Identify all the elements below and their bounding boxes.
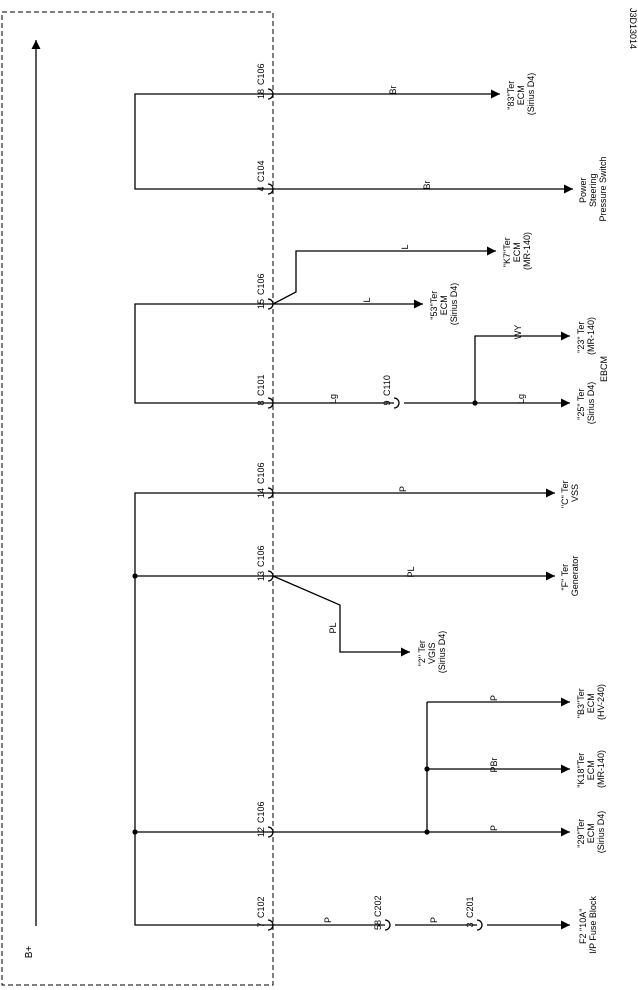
internal-link-c101-c106 bbox=[134, 303, 273, 404]
connector-label: C201 bbox=[465, 896, 475, 918]
module-boundary bbox=[1, 11, 274, 986]
connector-label: C102 bbox=[256, 896, 266, 918]
dest-fter-generator: "F" Ter Generator bbox=[560, 556, 580, 597]
connector-symbol-7 bbox=[267, 919, 274, 931]
connector-label: C202 bbox=[373, 895, 383, 917]
junction-dot bbox=[132, 573, 138, 579]
wire-color-label: P bbox=[489, 695, 499, 701]
connector-c202-symbol bbox=[384, 919, 391, 931]
wire-color-label: P bbox=[429, 917, 439, 923]
dest-b3ter-ecm: "B3"Ter ECM (HV-240) bbox=[576, 684, 606, 720]
dest-25ter: "25" Ter (Sirius D4) bbox=[576, 382, 596, 425]
wire-color-label: Lg bbox=[516, 394, 526, 404]
dest-k18ter-ecm: "K18"Ter ECM (MR-140) bbox=[576, 750, 606, 788]
connector-label: C104 bbox=[256, 160, 266, 182]
connector-c201-symbol bbox=[476, 919, 483, 931]
dest-83ter-ecm: "83"Ter ECM (Sirius D4) bbox=[506, 73, 536, 116]
bus-label: B+ bbox=[24, 946, 35, 959]
wire-color-label: WY bbox=[513, 325, 523, 340]
connector-symbol-8 bbox=[267, 397, 274, 409]
doc-code: J3D13014 bbox=[628, 8, 638, 49]
dest-53ter-ecm: "53"Ter ECM (Sirius D4) bbox=[429, 283, 459, 326]
connector-symbol-4 bbox=[267, 183, 274, 195]
wire-8-to-23ter bbox=[474, 331, 570, 403]
wire-color-label: PL bbox=[406, 566, 416, 577]
pin-label: 18 bbox=[256, 89, 266, 99]
dest-k7ter-ecm: "K7"Ter ECM (MR-140) bbox=[502, 232, 532, 270]
wire-color-label: PL bbox=[328, 622, 338, 633]
internal-link-c104-c106 bbox=[134, 93, 273, 190]
wire-color-label: P bbox=[323, 917, 333, 923]
wire-color-label: L bbox=[362, 297, 372, 302]
pin-label: 3 bbox=[465, 922, 475, 927]
dest-23ter: "23" Ter (MR-140) bbox=[576, 317, 596, 355]
pin-label: 12 bbox=[256, 827, 266, 837]
junction-dot bbox=[424, 766, 430, 772]
connector-label: C106 bbox=[256, 801, 266, 823]
connector-symbol-14 bbox=[267, 487, 274, 499]
wire-color-label: P bbox=[398, 486, 408, 492]
connector-label: C101 bbox=[256, 374, 266, 396]
pin-label: 7 bbox=[256, 922, 266, 927]
dest-2ter-vgis: "2" Ter VGIS (Sirius D4) bbox=[417, 631, 447, 674]
dest-29ter-ecm: "29"Ter ECM (Sirius D4) bbox=[576, 811, 606, 854]
pin-label: 13 bbox=[256, 571, 266, 581]
wire-color-label: Lg bbox=[328, 394, 338, 404]
connector-label: C106 bbox=[256, 273, 266, 295]
wire-color-label: PBr bbox=[489, 757, 499, 772]
dest-ebcm: EBCM bbox=[599, 356, 609, 382]
wire-15-to-k7ter bbox=[272, 246, 496, 305]
junction-dot bbox=[132, 829, 138, 835]
connector-label: C110 bbox=[382, 375, 392, 396]
wire-color-label: Br bbox=[388, 85, 398, 94]
junction-dot bbox=[424, 829, 430, 835]
wire-color-label: Br bbox=[422, 180, 432, 189]
internal-link-c102-c106 bbox=[134, 492, 273, 926]
connector-label: C106 bbox=[256, 545, 266, 567]
connector-symbol-12 bbox=[267, 826, 274, 838]
dest-power-steering-switch: Power Steering Pressure Switch bbox=[578, 156, 608, 221]
pin-label: 15 bbox=[256, 299, 266, 309]
dest-fuse-block: F2 "10A" I/P Fuse Block bbox=[578, 896, 598, 954]
pin-label: 58 bbox=[373, 920, 383, 930]
connector-label: C106 bbox=[256, 462, 266, 484]
pin-label: 8 bbox=[256, 400, 266, 405]
junction-dot bbox=[472, 400, 478, 406]
wire-color-label: P bbox=[489, 825, 499, 831]
connector-symbol-13 bbox=[267, 570, 274, 582]
wire-color-label: L bbox=[400, 244, 410, 249]
pin-label: 14 bbox=[256, 488, 266, 498]
pin-label: 4 bbox=[256, 186, 266, 191]
connector-label: C106 bbox=[256, 63, 266, 85]
connector-symbol-18 bbox=[267, 88, 274, 100]
dest-cter-vss: "C" Ter VSS bbox=[560, 478, 580, 508]
connector-c110-symbol bbox=[393, 397, 400, 409]
pin-label: 9 bbox=[382, 400, 392, 405]
wire-13-to-vgis bbox=[272, 575, 410, 657]
connector-symbol-15 bbox=[267, 298, 274, 310]
